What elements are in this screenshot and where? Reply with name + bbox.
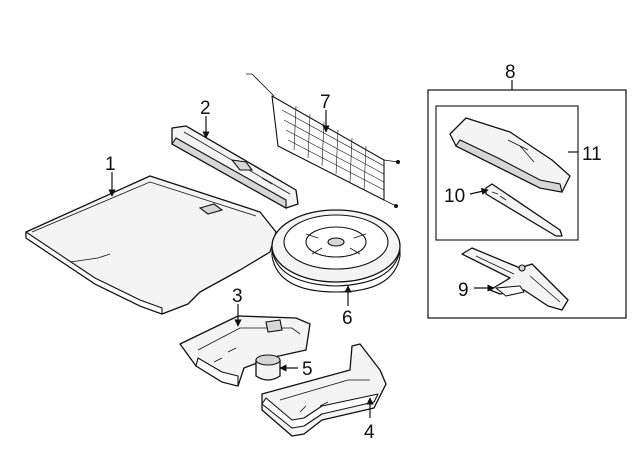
- callout-6: 6: [342, 308, 353, 329]
- callout-5: 5: [302, 359, 313, 380]
- cargo-net: [246, 73, 400, 208]
- kit-box-outline: [427, 89, 627, 319]
- jack-handle: [485, 183, 563, 237]
- callout-10: 10: [444, 186, 465, 207]
- callout-11: 11: [582, 144, 602, 165]
- callout-8: 8: [505, 62, 516, 83]
- trunk-floor-mat: [25, 175, 277, 315]
- trunk-sill-trim: [171, 125, 299, 209]
- tool-bag-box-outline: [435, 105, 579, 241]
- callout-1: 1: [105, 154, 116, 175]
- left-storage-tray: [179, 315, 311, 387]
- callout-2: 2: [200, 98, 211, 119]
- callout-4: 4: [364, 422, 375, 443]
- foam-spacer-block: [255, 354, 281, 381]
- tool-bag: [449, 117, 571, 193]
- right-storage-tray: [261, 343, 387, 437]
- callout-3: 3: [232, 286, 243, 307]
- scissor-jack: [461, 247, 569, 311]
- callout-9: 9: [458, 280, 469, 301]
- callout-7: 7: [320, 92, 331, 113]
- spare-tire-cover: [271, 209, 401, 293]
